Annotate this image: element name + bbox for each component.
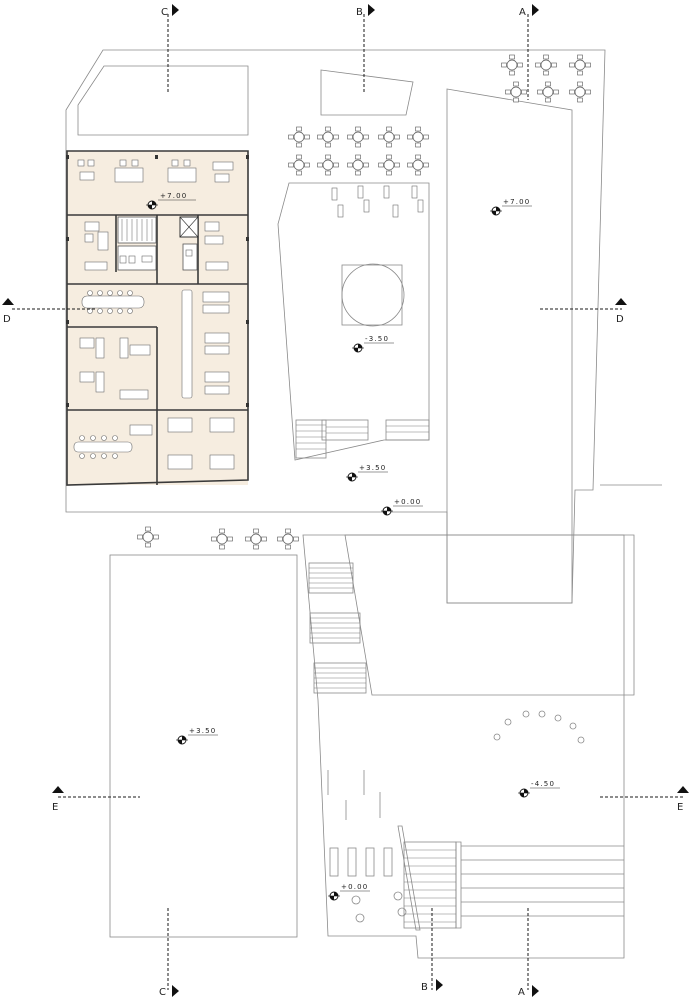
sunken-court (277, 182, 430, 461)
level-marker-office: +7.00 (146, 192, 196, 210)
outdoor-table-icon (505, 81, 527, 103)
outdoor-table-icon (288, 154, 310, 176)
section-label-c: C (159, 987, 166, 998)
level-label: +7.00 (160, 192, 187, 200)
section-marker-b-top: B (356, 4, 375, 18)
north-block (77, 65, 249, 136)
section-label-e: E (677, 802, 683, 813)
level-marker-court: -3.50 (352, 335, 394, 353)
section-label-a: A (518, 987, 525, 998)
outdoor-table-icon (378, 154, 400, 176)
office-furniture (73, 159, 235, 470)
section-marker-d-left: D (2, 298, 14, 325)
section-marker-b-bottom: B (421, 979, 443, 993)
section-marker-c-top: C (161, 4, 179, 18)
level-label: +0.00 (394, 498, 421, 506)
office-outer-wall (66, 150, 249, 486)
section-label-b: B (356, 7, 363, 18)
outdoor-table-icon (407, 154, 429, 176)
court-benches (331, 185, 424, 218)
level-marker-plaza: +0.00 (328, 883, 370, 901)
section-marker-a-bottom: A (518, 985, 539, 998)
level-symbol-icon (146, 200, 158, 210)
outdoor-table-icon (288, 126, 310, 148)
level-marker-amphitheater: -4.50 (518, 780, 560, 798)
core-toilets (117, 243, 198, 271)
section-label-d: D (616, 314, 624, 325)
level-marker-terrace: +3.50 (346, 464, 388, 482)
court-pool (341, 263, 405, 327)
columns (66, 155, 249, 407)
outdoor-table-icon (378, 126, 400, 148)
outdoor-table-icon (535, 54, 557, 76)
outdoor-table-icon (569, 81, 591, 103)
outdoor-table-icon (137, 526, 159, 548)
plaza-trees (351, 891, 407, 923)
outdoor-table-icon (277, 528, 299, 550)
east-wing (344, 534, 635, 696)
section-label-a: A (519, 7, 526, 18)
lower-left-block (109, 554, 298, 938)
office-floor (66, 150, 249, 486)
amphitheater-seats (493, 710, 585, 744)
outdoor-table-icon (245, 528, 267, 550)
level-label: +3.50 (359, 464, 386, 472)
level-symbol-icon (518, 788, 530, 798)
section-label-c: C (161, 7, 168, 18)
court-stairs (295, 419, 430, 459)
level-symbol-icon (176, 735, 188, 745)
outdoor-table-icon (317, 154, 339, 176)
core-stair (117, 216, 157, 244)
section-marker-c-bottom: C (159, 985, 179, 998)
section-marker-e-right: E (677, 786, 689, 813)
level-label: +3.50 (189, 727, 216, 735)
amphitheater-steps (397, 825, 624, 931)
level-marker-ground: +0.00 (381, 498, 423, 516)
level-symbol-icon (381, 506, 393, 516)
level-label: +0.00 (341, 883, 368, 891)
outdoor-tables (137, 54, 591, 550)
outdoor-table-icon (407, 126, 429, 148)
site-boundary-lower (302, 534, 625, 959)
west-stairs (308, 562, 367, 694)
level-symbol-icon (352, 343, 364, 353)
outdoor-table-icon (569, 54, 591, 76)
section-label-e: E (52, 802, 58, 813)
level-marker-lower-block: +3.50 (176, 727, 218, 745)
level-symbol-icon (490, 206, 502, 216)
level-symbol-icon (328, 891, 340, 901)
section-label-d: D (3, 314, 11, 325)
outdoor-table-icon (347, 126, 369, 148)
outdoor-table-icon (317, 126, 339, 148)
level-symbol-icon (346, 472, 358, 482)
section-marker-a-top: A (519, 4, 539, 18)
pavilion (320, 69, 414, 116)
section-marker-d-right: D (615, 298, 627, 325)
level-label: -4.50 (531, 780, 555, 788)
plaza-benches (327, 770, 393, 877)
right-tower (446, 88, 573, 604)
section-marker-e-left: E (52, 786, 64, 813)
outdoor-table-icon (211, 528, 233, 550)
outdoor-table-icon (537, 81, 559, 103)
section-lines (12, 14, 683, 990)
outdoor-table-icon (501, 54, 523, 76)
outdoor-table-icon (347, 154, 369, 176)
section-label-b: B (421, 982, 428, 993)
level-label: +7.00 (503, 198, 530, 206)
level-label: -3.50 (365, 335, 389, 343)
level-marker-tower: +7.00 (490, 198, 532, 216)
core-elevator (179, 216, 199, 238)
